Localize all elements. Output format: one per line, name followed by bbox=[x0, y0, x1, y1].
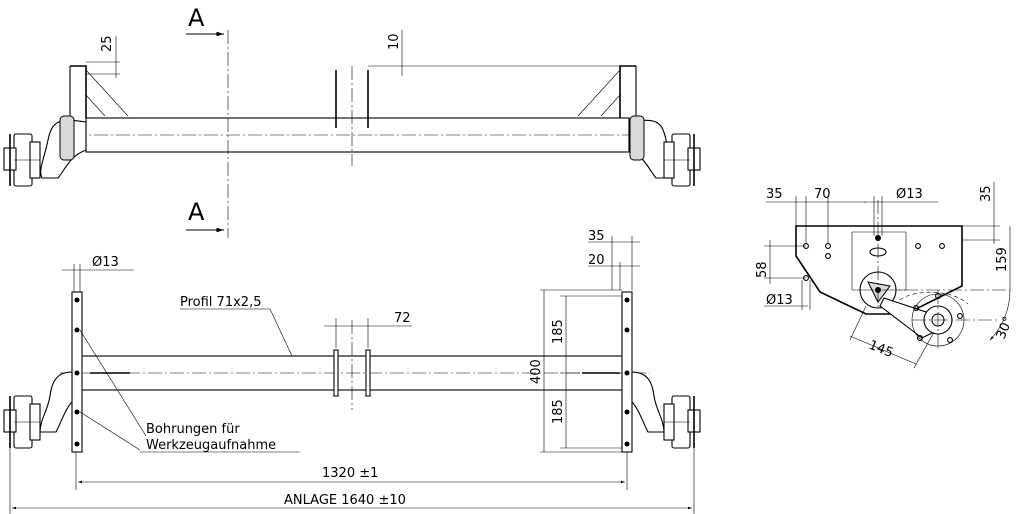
side-view-section: 35 70 Ø13 35 58 159 Ø13 145 30° bbox=[755, 182, 1017, 369]
dim-400-label: 400 bbox=[529, 359, 544, 384]
wheel-hub-right-plan bbox=[631, 371, 701, 449]
note-line2: Werkzeugaufnahme bbox=[146, 438, 276, 453]
swing-arm-hub bbox=[879, 291, 969, 347]
note-line1: Bohrungen für bbox=[146, 422, 240, 437]
dim-angle-label: 30° bbox=[994, 315, 1017, 342]
dim-70-label: 70 bbox=[814, 187, 831, 202]
dim-72-label: 72 bbox=[394, 311, 411, 326]
dim-hole-bottom-label: Ø13 bbox=[766, 293, 793, 308]
dim-35-left-label: 35 bbox=[766, 187, 783, 202]
dim-35-right-label: 35 bbox=[588, 229, 605, 244]
dim-35-right-side-label: 35 bbox=[979, 185, 994, 202]
dim-159-label: 159 bbox=[995, 247, 1010, 272]
wheel-hub-left-plan bbox=[3, 371, 73, 449]
dim-10-label: 10 bbox=[387, 33, 402, 50]
section-label-top: A bbox=[188, 4, 205, 32]
profile-label: Profil 71x2,5 bbox=[180, 295, 261, 310]
dim-hole-left-label: Ø13 bbox=[92, 255, 119, 270]
dim-185-lower-label: 185 bbox=[551, 399, 566, 424]
dim-25-label: 25 bbox=[100, 35, 115, 52]
plan-view-axle: Ø13 35 20 Profil 71x2,5 72 185 185 400 B… bbox=[3, 229, 701, 514]
bracket-hole-top bbox=[875, 235, 881, 241]
dim-58-label: 58 bbox=[755, 261, 770, 278]
dim-hole-top-label: Ø13 bbox=[896, 187, 923, 202]
dim-145-label: 145 bbox=[867, 338, 896, 361]
wheel-hub-right-front bbox=[628, 115, 701, 187]
bracket-side bbox=[795, 225, 963, 315]
section-label-bottom: A bbox=[188, 198, 205, 226]
wheel-hub-left-front bbox=[3, 115, 87, 187]
dim-anlage-label: ANLAGE 1640 ±10 bbox=[284, 493, 406, 508]
bracket-left-front bbox=[70, 65, 87, 118]
top-view-axle: A A 25 10 bbox=[3, 4, 701, 238]
bracket-right-front bbox=[619, 65, 636, 118]
dim-185-upper-label: 185 bbox=[551, 319, 566, 344]
dim-20-label: 20 bbox=[588, 253, 605, 268]
dim-1320-label: 1320 ±1 bbox=[322, 466, 378, 481]
